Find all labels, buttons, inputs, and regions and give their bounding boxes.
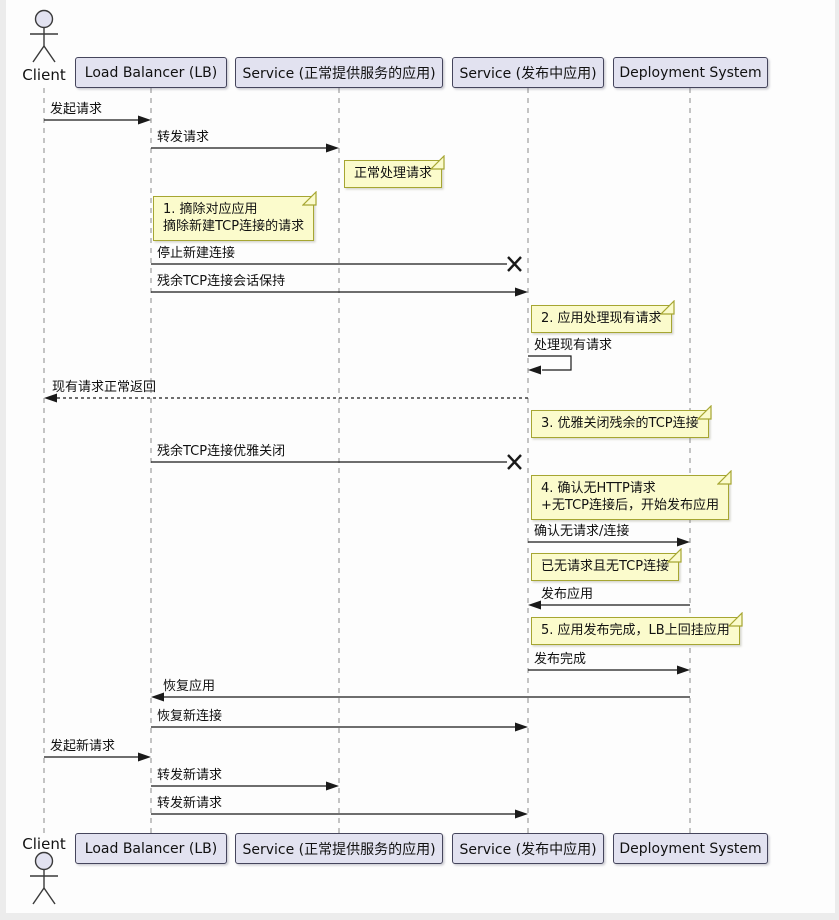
message-arrow-5 <box>44 393 528 403</box>
message-label-9: 发布完成 <box>534 652 587 667</box>
message-arrow-8 <box>528 600 690 610</box>
message-arrow-11 <box>151 722 528 732</box>
message-label-5: 现有请求正常返回 <box>52 380 157 395</box>
message-arrow-10 <box>151 692 690 702</box>
message-label-0: 发起请求 <box>50 102 103 117</box>
note-line: 1. 摘除对应应用 <box>163 202 258 217</box>
note-step2-handle-existing: 2. 应用处理现有请求 <box>531 299 675 333</box>
message-label-10: 恢复应用 <box>163 679 216 694</box>
note-line: 摘除新建TCP连接的请求 <box>163 219 305 234</box>
message-label-2: 停止新建连接 <box>157 246 236 261</box>
note-line: 3. 优雅关闭残余的TCP连接 <box>541 416 699 431</box>
note-line: 5. 应用发布完成，LB上回挂应用 <box>541 623 730 638</box>
window-edge-left <box>0 0 6 920</box>
message-arrow-0 <box>44 115 151 125</box>
message-label-13: 转发新请求 <box>157 768 223 783</box>
message-arrow-1 <box>151 143 339 153</box>
participant-box-service-deploying-top: Service (发布中应用) <box>452 57 604 88</box>
participant-box-service-normal-top: Service (正常提供服务的应用) <box>235 57 443 88</box>
actor-client-top-label: Client <box>22 66 66 84</box>
message-arrow-9 <box>528 665 690 675</box>
participant-box-load-balancer-bottom: Load Balancer (LB) <box>75 833 227 864</box>
message-label-8: 发布应用 <box>541 587 594 602</box>
message-arrow-6 <box>151 454 522 470</box>
participant-box-deployment-bottom: Deployment System <box>613 833 768 864</box>
message-label-12: 发起新请求 <box>50 739 116 754</box>
message-label-1: 转发请求 <box>157 130 210 145</box>
participant-box-load-balancer-top: Load Balancer (LB) <box>75 57 227 88</box>
note-step3-graceful-close: 3. 优雅关闭残余的TCP连接 <box>531 404 712 438</box>
message-label-3: 残余TCP连接会话保持 <box>157 274 286 289</box>
note-line: 4. 确认无HTTP请求 <box>541 481 656 496</box>
participant-box-service-normal-bottom: Service (正常提供服务的应用) <box>235 833 443 864</box>
note-normal-processing: 正常处理请求 <box>344 154 445 188</box>
note-step1-remove-app: 1. 摘除对应应用 摘除新建TCP连接的请求 <box>153 190 317 241</box>
note-line: 2. 应用处理现有请求 <box>541 311 662 326</box>
message-arrow-12 <box>44 752 151 762</box>
message-arrow-13 <box>151 781 339 791</box>
message-label-14: 转发新请求 <box>157 796 223 811</box>
lifelines <box>43 88 691 833</box>
note-line: 已无请求且无TCP连接 <box>541 559 670 574</box>
message-arrow-2 <box>151 256 522 272</box>
message-arrow-4-self <box>528 355 572 375</box>
message-label-11: 恢复新连接 <box>157 709 223 724</box>
message-label-7: 确认无请求/连接 <box>534 524 630 539</box>
note-step5-release-done: 5. 应用发布完成，LB上回挂应用 <box>531 611 743 645</box>
actor-client-top-icon <box>30 9 58 63</box>
note-line: 正常处理请求 <box>354 166 433 181</box>
note-step4-confirm-release: 4. 确认无HTTP请求 +无TCP连接后，开始发布应用 <box>531 469 732 520</box>
message-arrow-7 <box>528 537 690 547</box>
window-edge-bottom <box>0 913 839 920</box>
participant-box-deployment-top: Deployment System <box>613 57 768 88</box>
actor-client-bottom-icon <box>30 851 58 905</box>
message-arrow-14 <box>151 809 528 819</box>
message-label-6: 残余TCP连接优雅关闭 <box>157 444 286 459</box>
message-arrows <box>44 115 690 819</box>
participant-box-service-deploying-bottom: Service (发布中应用) <box>452 833 604 864</box>
note-no-requests-no-tcp: 已无请求且无TCP连接 <box>531 547 682 581</box>
note-line: +无TCP连接后，开始发布应用 <box>541 498 719 513</box>
actor-client-bottom-label: Client <box>22 835 66 853</box>
window-edge-right <box>835 0 839 920</box>
message-arrow-3 <box>151 287 528 297</box>
message-label-4: 处理现有请求 <box>534 338 613 353</box>
